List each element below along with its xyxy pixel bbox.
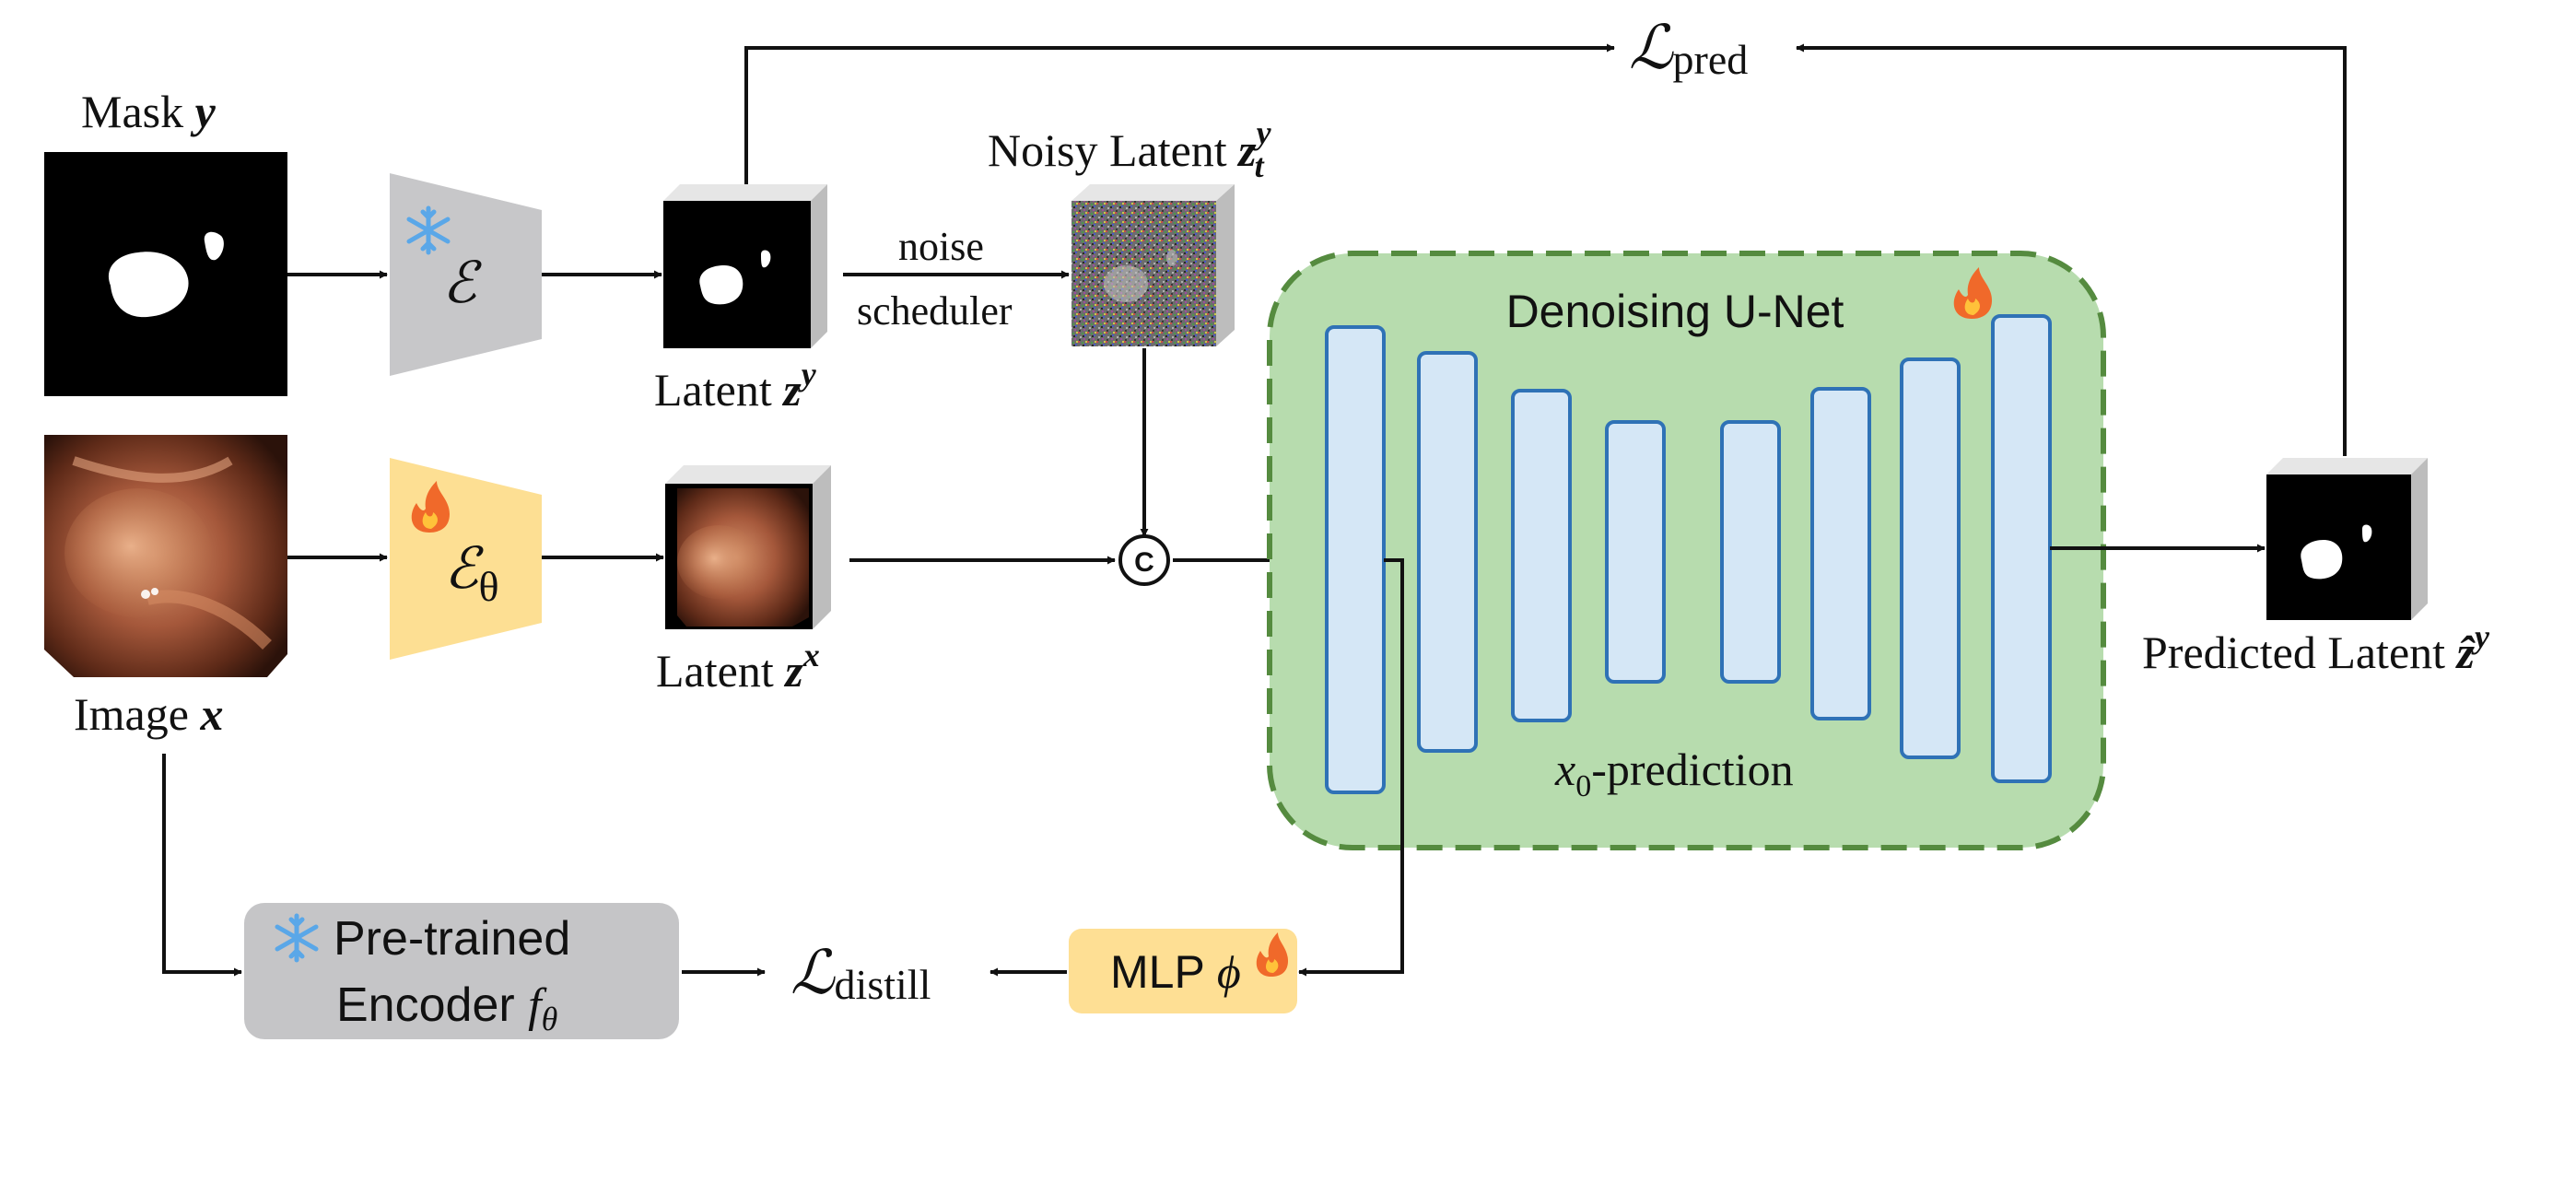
unet-block [1991, 314, 2052, 783]
latent-x-label: Latent zx [656, 637, 820, 697]
predicted-latent-cube [2266, 458, 2428, 620]
concat-symbol: C [1134, 547, 1154, 578]
flame-icon [1256, 932, 1288, 977]
concat-node [1118, 534, 1170, 586]
arrow-image-to-pretrained [162, 754, 242, 977]
unet-title: Denoising U-Net [1506, 286, 1844, 337]
arrow-predicted-to-loss-pred [1796, 43, 2347, 456]
unet-block [1720, 420, 1781, 684]
loss-distill: ℒdistill [790, 940, 931, 1008]
trainable-encoder-symbol: ℰθ [444, 538, 499, 610]
unet-block [1900, 357, 1961, 759]
unet-block [1325, 325, 1386, 794]
latent-x-cube [665, 465, 831, 629]
loss-pred: ℒpred [1629, 15, 1748, 83]
unet-caption: x0-prediction [1554, 744, 1794, 803]
latent-y-label: Latent zy [654, 356, 817, 416]
mask-label: Mask y [81, 86, 217, 137]
flame-icon [1953, 267, 1992, 319]
mask-image [44, 152, 287, 396]
noise-scheduler-line2: scheduler [857, 288, 1013, 334]
pretrained-encoder-box [244, 903, 679, 1039]
denoising-unet [1267, 251, 2106, 850]
mlp-label: MLP ϕ [1110, 946, 1241, 998]
mlp-box [1069, 929, 1297, 1013]
image-label: Image x [74, 688, 223, 740]
pretrained-line2: Encoder fθ [336, 978, 557, 1037]
unet-block [1511, 389, 1572, 722]
noise-scheduler-line1: noise [898, 224, 984, 269]
pretrained-line1: Pre-trained [334, 912, 570, 966]
snowflake-icon [275, 913, 319, 963]
predicted-label: Predicted Latent ẑy [2142, 618, 2490, 678]
unet-block [1810, 387, 1871, 720]
snowflake-icon [406, 205, 451, 255]
unet-block [1417, 351, 1478, 753]
colonoscopy-image [44, 435, 287, 677]
frozen-encoder-symbol: ℰ [442, 252, 482, 315]
noisy-latent-cube [1071, 184, 1235, 346]
latent-y-cube [663, 184, 827, 348]
unet-block [1605, 420, 1666, 684]
arrow-latent-to-loss-pred [744, 43, 1615, 184]
flame-icon [411, 481, 450, 533]
arrow-unet-to-mlp [1298, 558, 1404, 977]
